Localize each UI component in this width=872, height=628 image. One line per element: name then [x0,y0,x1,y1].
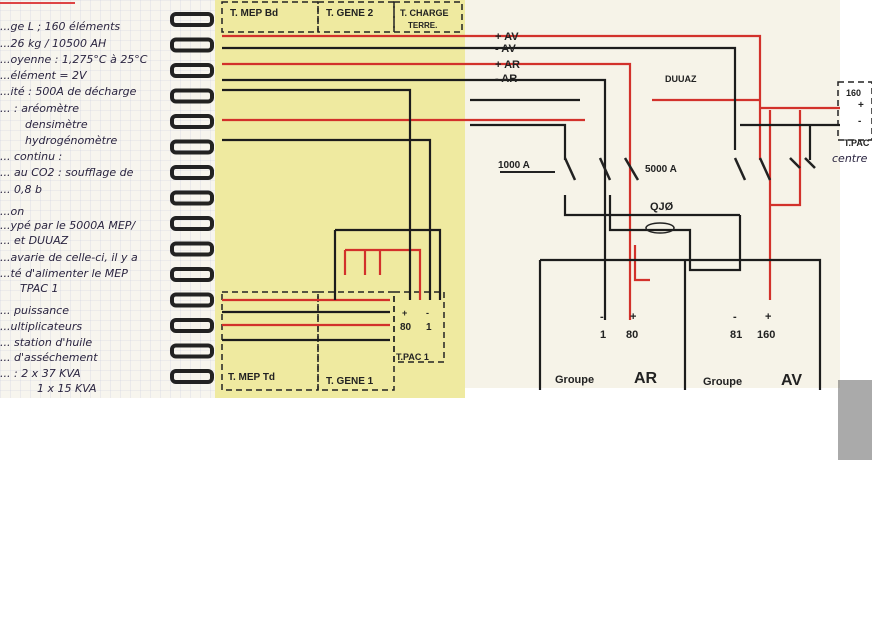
bus-minus-av: - AV [495,43,516,55]
note-line: ...té d'alimenter le MEP [0,267,128,280]
spiral-ring [170,37,214,53]
white-page [465,0,840,388]
spiral-binding [170,12,214,384]
svg-text:1: 1 [426,322,432,333]
svg-text:TERRE.: TERRE. [408,21,437,30]
note-line: ... et DUUAZ [0,234,69,247]
box-mep-td: T. MEP Td [228,372,275,383]
breaker-5000a: 5000 A [645,164,677,175]
note-line: ... : 2 x 37 KVA [0,367,81,380]
note-line: ... station d'huile [0,336,92,349]
spiral-ring [170,139,214,155]
note-line: ...ypé par le 5000A MEP/ [0,219,136,232]
svg-text:AV: AV [781,372,802,389]
spiral-ring [170,88,214,104]
bus-minus-ar: - AR [495,73,517,85]
note-line: ... continu : [0,150,62,163]
breaker-qj: QJØ [650,201,674,213]
spiral-ring [170,343,214,359]
note-line: ...oyenne : 1,275°C à 25°C [0,53,148,66]
spiral-ring [170,241,214,257]
spiral-ring [170,190,214,206]
note-line: ... d'asséchement [0,351,98,364]
svg-text:+: + [765,311,771,323]
box-tpac: T.PAC [844,138,870,148]
svg-text:-: - [858,116,861,127]
note-line: ...ge L ; 160 éléments [0,20,120,33]
note-line: densimètre [25,118,88,131]
note-line: ...ultiplicateurs [0,320,82,333]
spiral-ring [170,114,214,129]
note-line: ... au CO2 : soufflage de [0,166,134,179]
note-line: ...on [0,205,24,218]
svg-text:+: + [858,100,864,111]
svg-text:80: 80 [626,329,638,341]
breaker-duuaz: DUUAZ [665,74,697,84]
note-line: ... puissance [0,304,69,317]
box-mep-bd: T. MEP Bd [230,8,278,19]
handwritten-notes: ...ge L ; 160 éléments ...26 kg / 10500 A… [0,20,148,395]
tpac-160: 160 [846,88,861,98]
note-line: ...ité : 500A de décharge [0,85,137,98]
note-line: ...élément = 2V [0,69,88,82]
note-line: TPAC 1 [20,282,59,295]
note-line: ...avarie de celle-ci, il y a [0,251,138,264]
group-av: - + 81 160 Groupe AV [703,311,802,389]
svg-text:160: 160 [757,329,775,341]
note-line: ... 0,8 b [0,183,42,196]
spiral-ring [170,165,214,180]
note-line: ...26 kg / 10500 AH [0,37,106,50]
note-line: 1 x 15 KVA [37,382,97,395]
spiral-ring [170,318,214,333]
svg-text:-: - [426,308,429,318]
svg-text:Groupe: Groupe [555,374,594,386]
box-tpac1: T.PAC 1 [396,352,429,362]
svg-text:81: 81 [730,329,742,341]
svg-text:centre: centre [832,152,868,165]
svg-text:-: - [600,311,604,323]
spiral-ring [170,12,214,27]
note-line: hydrogénomètre [25,134,117,147]
box-gene1: T. GENE 1 [326,376,374,387]
spiral-ring [170,369,214,384]
svg-text:-: - [733,311,737,323]
svg-text:+: + [402,308,407,318]
bus-plus-av: + AV [495,31,519,43]
svg-text:1: 1 [600,329,606,341]
group-ar: - + 1 80 Groupe AR [555,311,658,387]
spiral-ring [170,267,214,282]
box-gene2: T. GENE 2 [326,8,374,19]
spiral-ring [170,292,214,308]
svg-text:80: 80 [400,322,412,333]
wiring [222,34,840,390]
svg-text:AR: AR [634,370,658,387]
bus-plus-ar: + AR [495,59,520,71]
yellow-page [215,0,465,398]
spiral-ring [170,63,214,78]
box-charge-terre: T. CHARGE [400,8,449,18]
svg-text:Groupe: Groupe [703,376,742,388]
note-line: ... : aréomètre [0,102,79,115]
spiral-ring [170,216,214,231]
breaker-1000a: 1000 A [498,160,530,171]
svg-text:+: + [630,311,636,323]
